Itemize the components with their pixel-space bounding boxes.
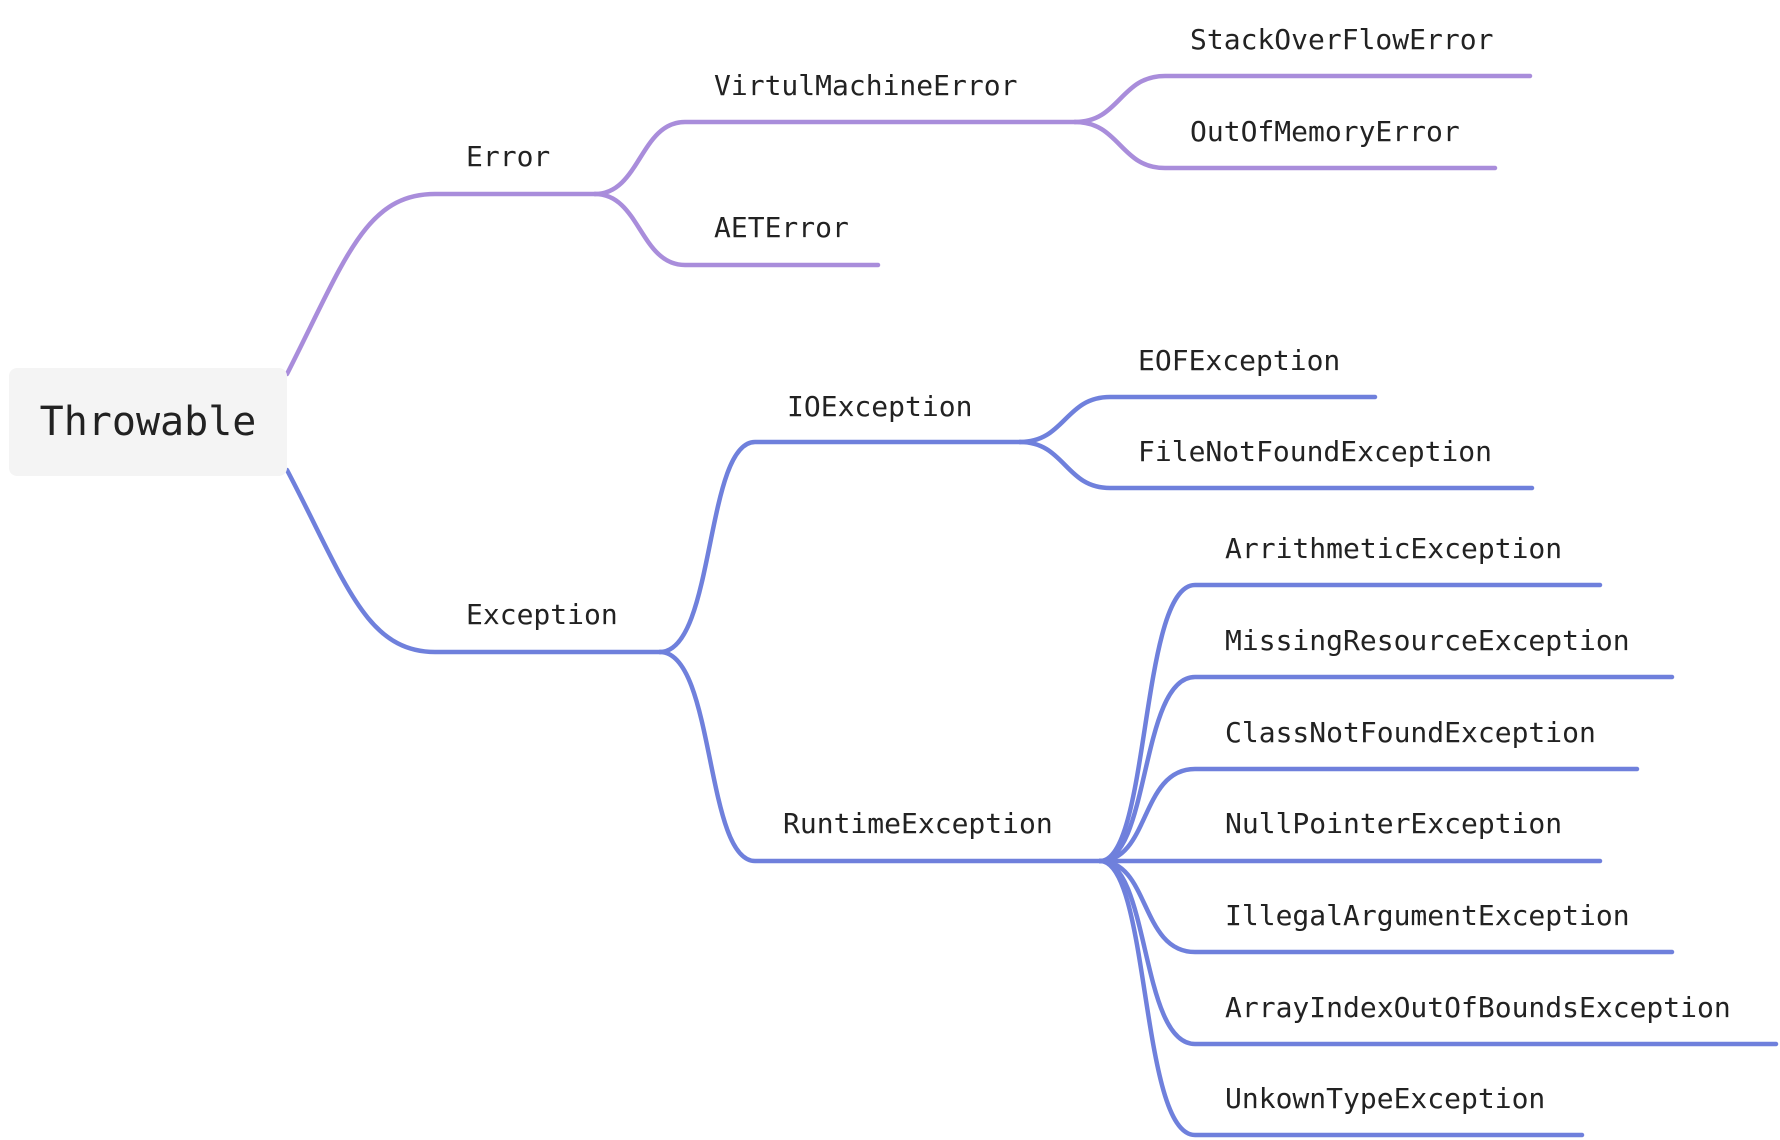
root-node-label: Throwable — [39, 399, 257, 445]
node-error[interactable]: Error — [466, 140, 551, 173]
node-null-pointer-exception[interactable]: NullPointerException — [1225, 807, 1563, 840]
edge-vme-outofmemory — [1072, 119, 1498, 171]
root-node[interactable]: Throwable — [9, 368, 287, 476]
edge-error-aet — [592, 191, 881, 268]
edge-runtime-illegalargument — [1097, 858, 1675, 955]
node-file-not-found-exception[interactable]: FileNotFoundException — [1138, 435, 1493, 468]
node-out-of-memory-error[interactable]: OutOfMemoryError — [1190, 115, 1460, 148]
edge-exception-runtime — [657, 649, 1103, 864]
node-eof-exception[interactable]: EOFException — [1138, 344, 1341, 377]
node-array-index-out-of-bounds-exception[interactable]: ArrayIndexOutOfBoundsException — [1225, 991, 1731, 1024]
edge-root-error — [284, 191, 598, 377]
edge-error-vme — [592, 119, 1078, 197]
node-exception[interactable]: Exception — [466, 598, 618, 631]
edge-runtime-arithmetic — [1097, 582, 1603, 864]
edge-root-exception — [284, 467, 663, 655]
edge-runtime-unknowntype — [1097, 858, 1585, 1138]
edge-exception-io — [657, 439, 1023, 655]
node-io-exception[interactable]: IOException — [787, 390, 973, 423]
edge-runtime-classnotfound — [1097, 766, 1640, 864]
node-runtime-exception[interactable]: RuntimeException — [783, 807, 1053, 840]
edge-runtime-arrayindex — [1097, 858, 1779, 1047]
node-virtual-machine-error[interactable]: VirtulMachineError — [714, 69, 1018, 102]
node-stack-overflow-error[interactable]: StackOverFlowError — [1190, 23, 1494, 56]
node-class-not-found-exception[interactable]: ClassNotFoundException — [1225, 716, 1596, 749]
node-unknown-type-exception[interactable]: UnkownTypeException — [1225, 1082, 1546, 1115]
node-missing-resource-exception[interactable]: MissingResourceException — [1225, 624, 1630, 657]
node-aet-error[interactable]: AETError — [714, 211, 849, 244]
edge-io-eof — [1017, 394, 1378, 445]
node-illegal-argument-exception[interactable]: IllegalArgumentException — [1225, 899, 1630, 932]
edge-runtime-missingresource — [1097, 674, 1675, 864]
edge-vme-stackoverflow — [1072, 73, 1533, 125]
edge-io-filenotfound — [1017, 439, 1535, 491]
node-arithmetic-exception[interactable]: ArrithmeticException — [1225, 532, 1563, 565]
